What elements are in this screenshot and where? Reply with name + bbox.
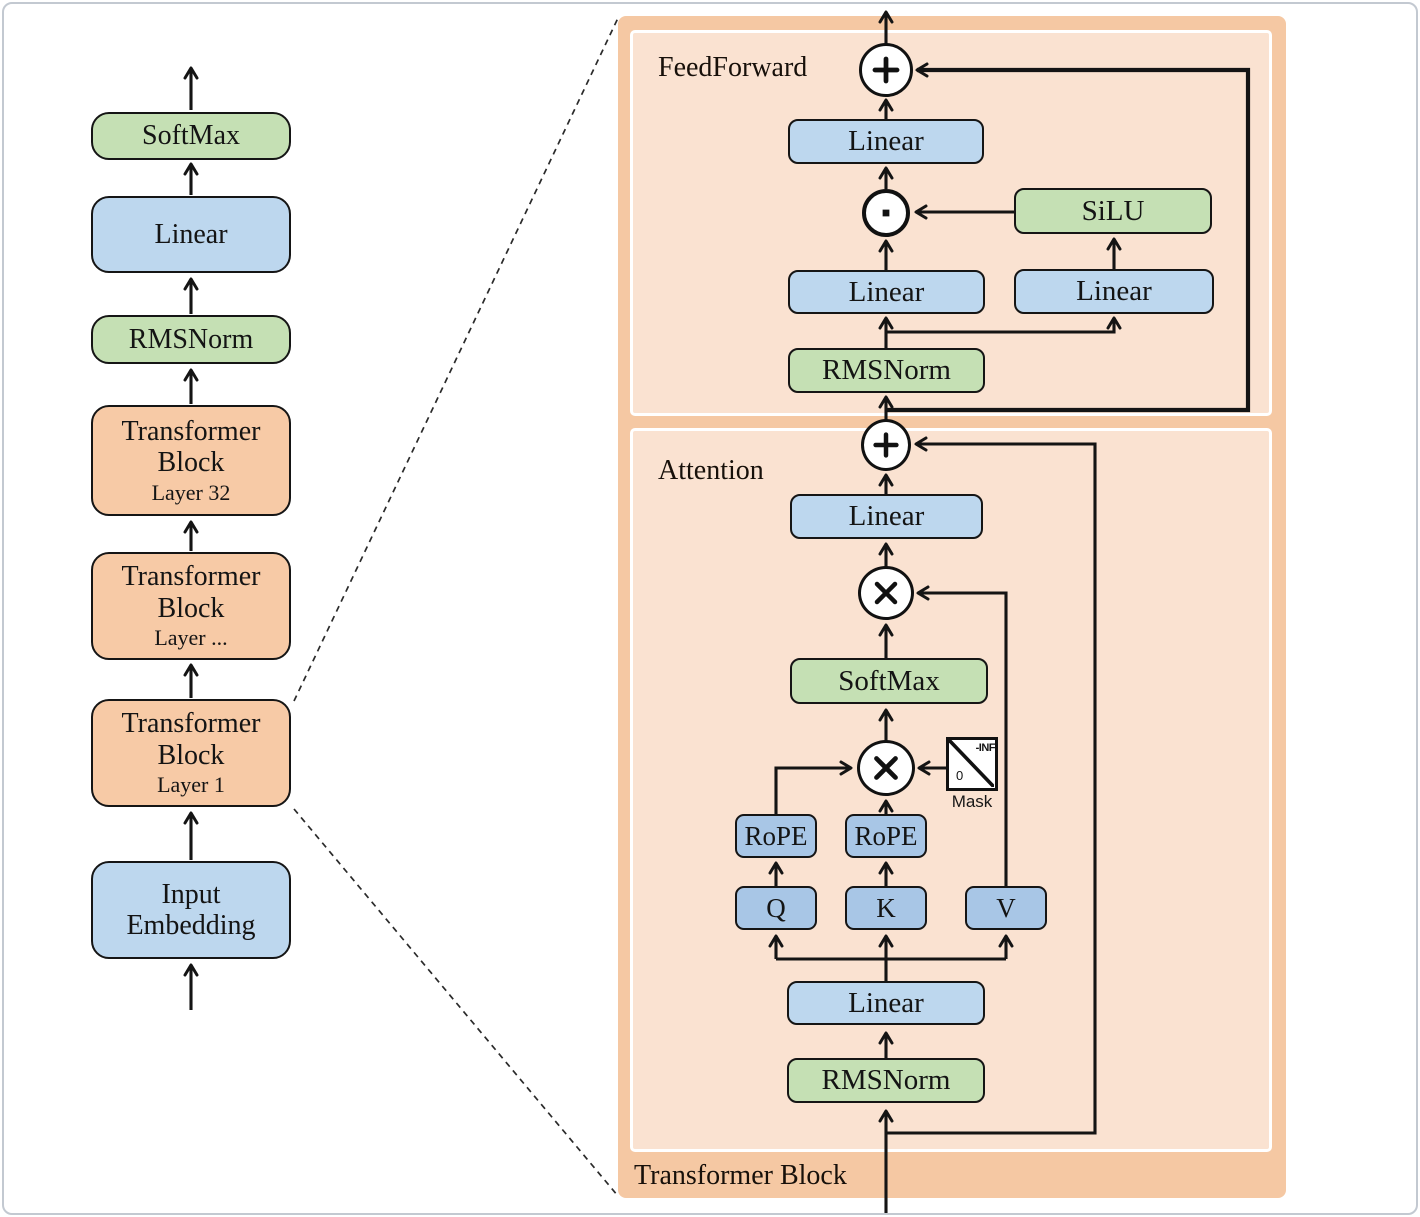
qkv-fanout-wire	[776, 957, 1006, 981]
input-embedding-block: Input Embedding	[91, 861, 291, 959]
rope-q-wire	[774, 760, 853, 814]
zoom-guide-top	[293, 17, 619, 702]
attn-rmsnorm-block: RMSNorm	[787, 1058, 985, 1103]
ff-rmsnorm-block: RMSNorm	[788, 348, 985, 393]
ff-residual-add-node	[859, 43, 913, 97]
mask-diagonal	[949, 740, 994, 787]
attn-linear-out-block: Linear	[790, 494, 983, 539]
left-rmsnorm-block: RMSNorm	[91, 315, 291, 364]
left-softmax-block: SoftMax	[91, 112, 291, 160]
dot-icon	[882, 209, 890, 217]
ff-linear-out-block: Linear	[788, 119, 984, 164]
silu-block: SiLU	[1014, 188, 1212, 234]
attn-residual-add-node	[861, 419, 911, 471]
transformer-block-title: Transformer Block	[634, 1160, 847, 1191]
ff-residual-wire	[886, 62, 1251, 413]
ff-linear-up-block: Linear	[1014, 269, 1214, 314]
rmsnorm-branch-wire	[886, 316, 1122, 334]
query-block: Q	[735, 886, 817, 930]
key-block: K	[845, 886, 927, 930]
causal-mask-icon: -INF 0	[946, 737, 998, 791]
rope-q-block: RoPE	[735, 814, 817, 858]
left-linear-block: Linear	[91, 196, 291, 273]
feedforward-wires	[878, 10, 1251, 421]
multiply-icon	[874, 756, 898, 780]
qk-matmul-node	[857, 740, 915, 796]
attn-softmax-block: SoftMax	[790, 658, 988, 704]
v-wire	[916, 585, 1008, 886]
elementwise-product-node	[862, 189, 910, 237]
feedforward-label: FeedForward	[658, 52, 808, 83]
attn-linear-qkv-block: Linear	[787, 981, 985, 1025]
plus-icon	[872, 56, 900, 84]
attn-residual-wire	[886, 436, 1097, 1135]
attention-label: Attention	[658, 455, 764, 486]
multiply-icon	[874, 581, 898, 605]
plus-icon	[873, 432, 899, 458]
attn-value-matmul-node	[858, 566, 914, 620]
mask-lower-value: 0	[956, 768, 964, 783]
mask-upper-value: -INF	[975, 742, 996, 754]
value-block: V	[965, 886, 1047, 930]
mask-label: Mask	[951, 792, 993, 811]
ff-linear-gate-block: Linear	[788, 270, 985, 314]
attention-wires	[768, 436, 1097, 1213]
zoom-guide-bottom	[293, 808, 619, 1197]
rope-k-block: RoPE	[845, 814, 927, 858]
